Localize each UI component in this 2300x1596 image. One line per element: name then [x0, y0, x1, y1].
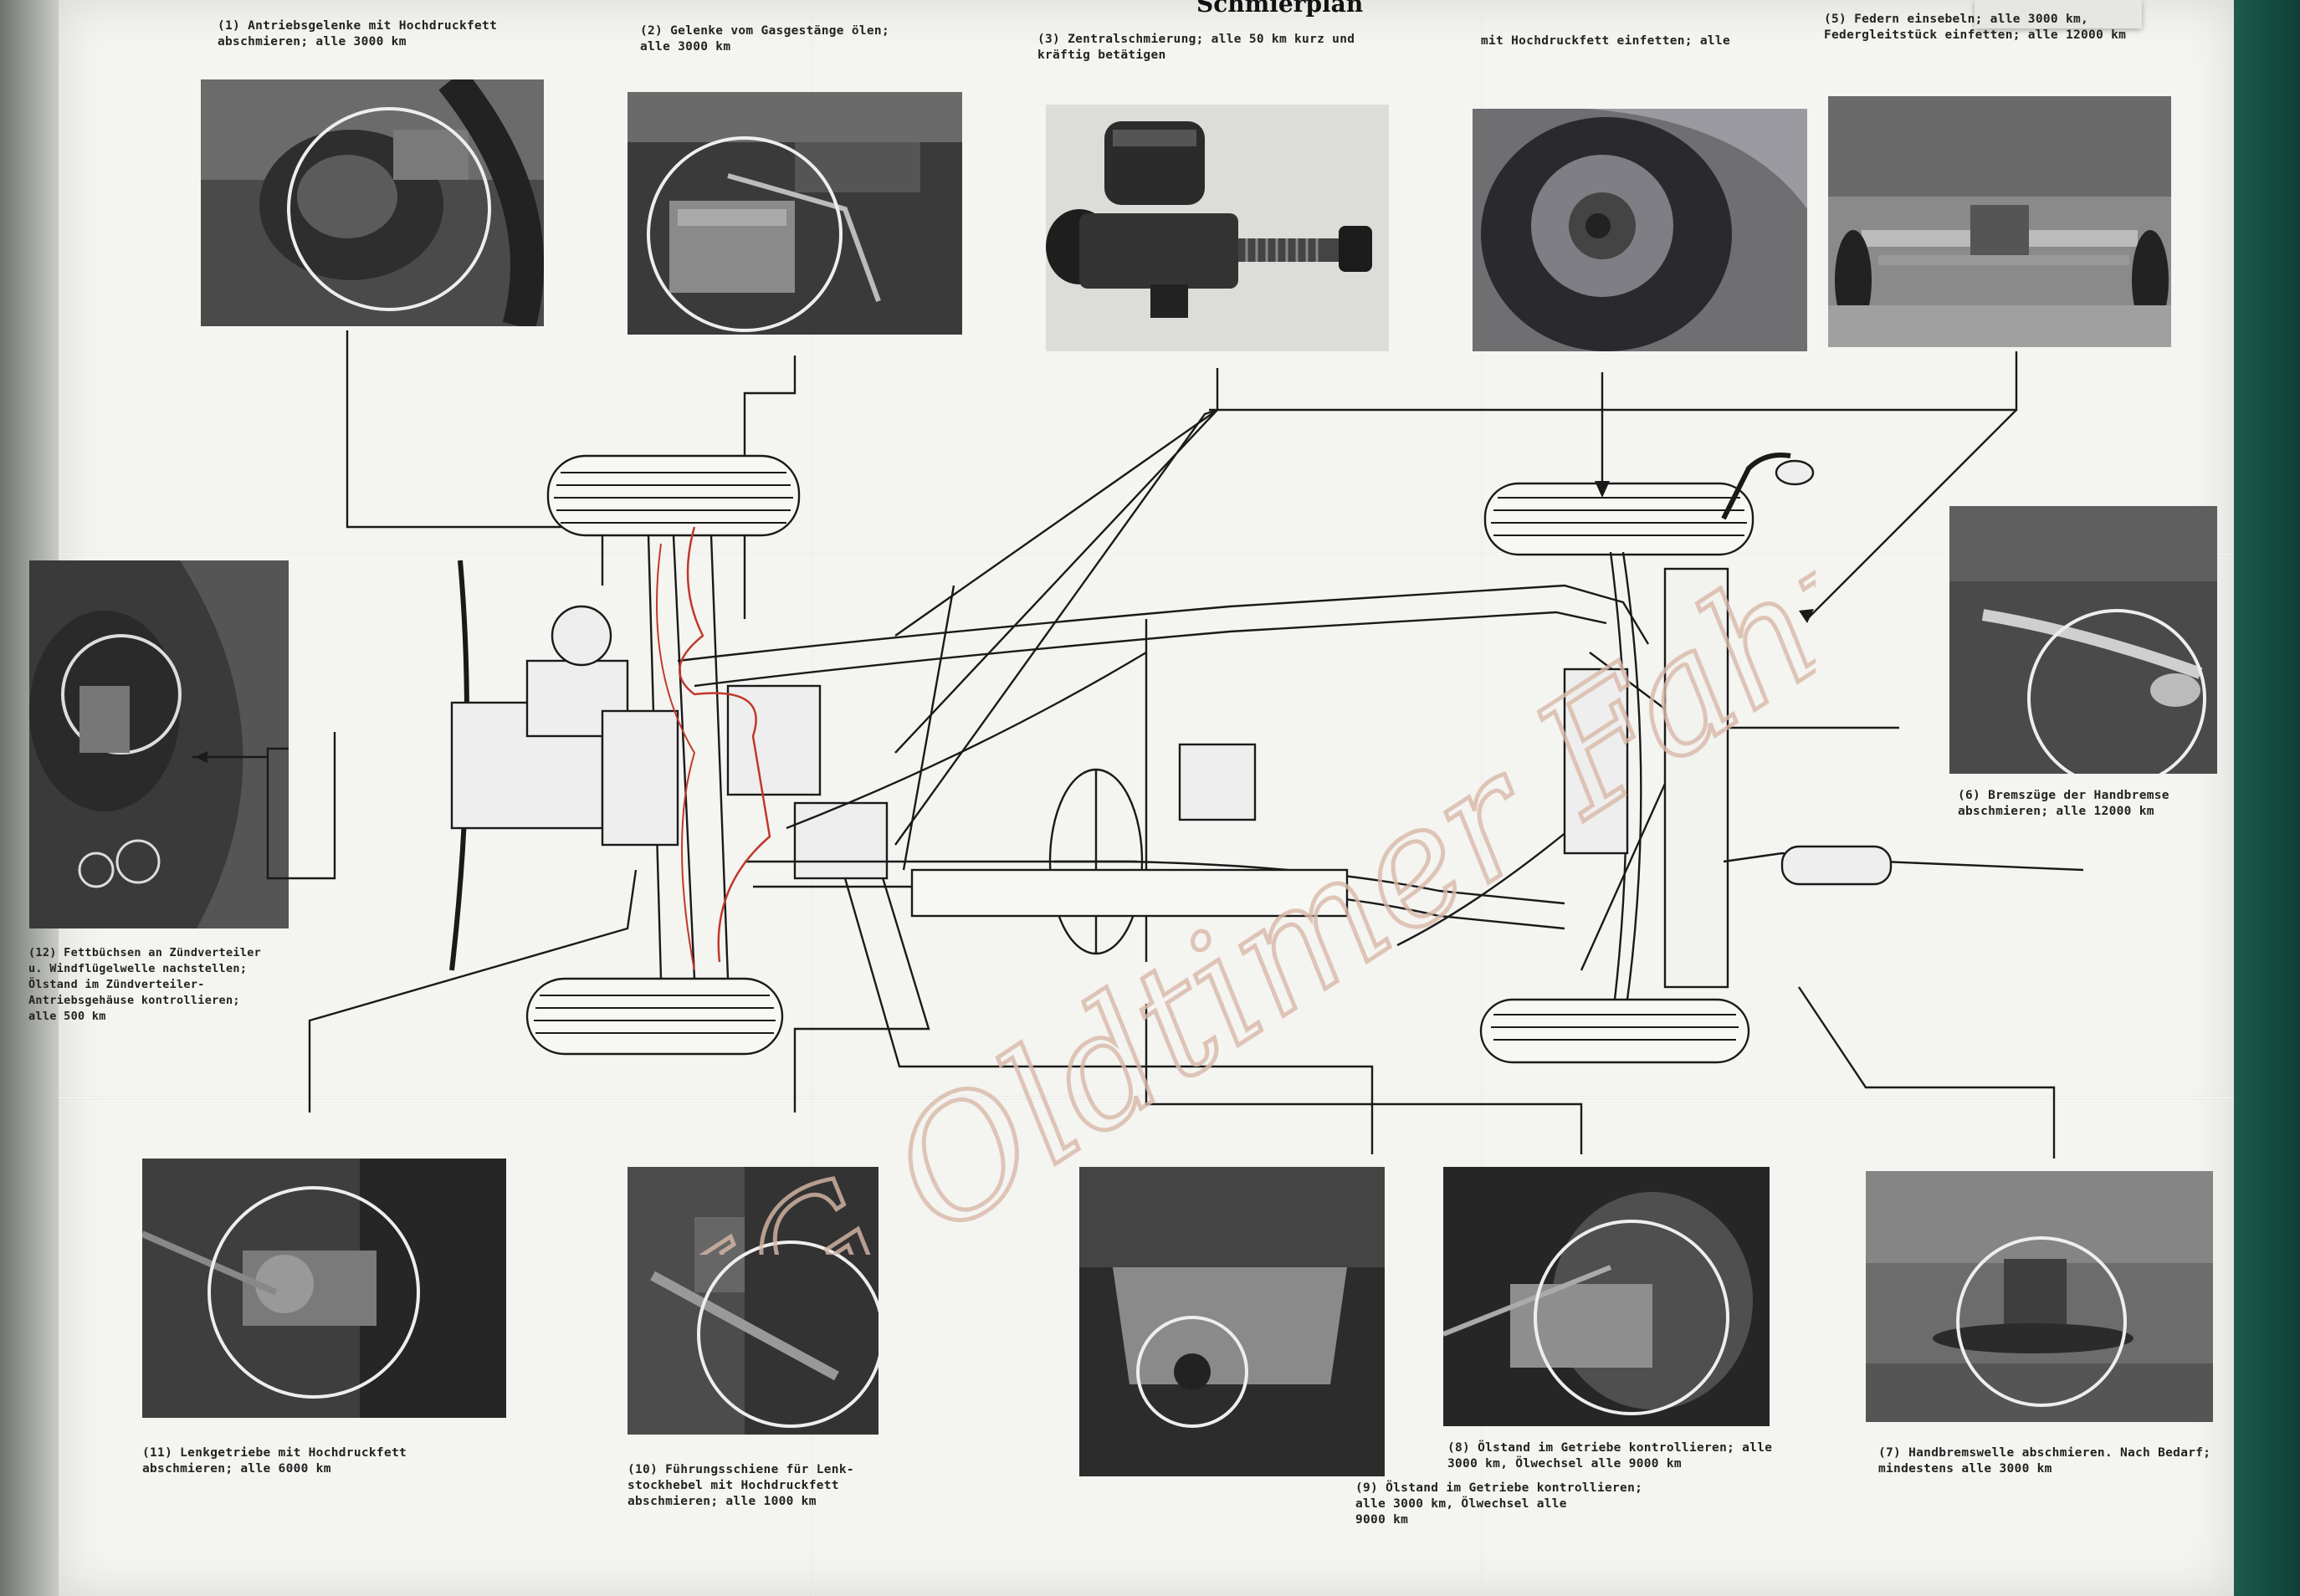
- green-background-edge: [2234, 0, 2300, 1596]
- photo-distributor: [29, 560, 289, 928]
- rear-tire-top: [1483, 482, 1754, 556]
- page-title: Schmierplan: [1196, 0, 1364, 18]
- caption-6: (6) Bremszüge der Handbremse abschmieren…: [1958, 789, 2169, 818]
- frame-upper-rail: [677, 584, 1650, 662]
- leader-line-5: [1209, 351, 2018, 412]
- photo-steering-gear: [142, 1159, 506, 1418]
- caption-10: (10) Führungsschiene für Lenk- stockhebe…: [628, 1463, 854, 1508]
- caption-9: (9) Ölstand im Getriebe kontrollieren; a…: [1355, 1481, 1643, 1527]
- leader-line-3b: [894, 409, 1218, 754]
- rear-crossmember: [1663, 567, 1729, 989]
- caption-4: mit Hochdruckfett einfetten; alle: [1481, 34, 1730, 48]
- photo-wheel-hub: [1473, 109, 1807, 351]
- rear-tire-bottom: [1479, 998, 1750, 1064]
- leader-line-5b: [1806, 409, 2017, 620]
- leader-line-12: [266, 732, 336, 880]
- rear-gearbox: [1563, 668, 1629, 855]
- caption-7: (7) Handbremswelle abschmieren. Nach Bed…: [1878, 1446, 2211, 1476]
- photo-central-lubrication-pump: [1046, 105, 1389, 351]
- leader-line-3c: [894, 408, 1218, 846]
- caption-11: (11) Lenkgetriebe mit Hochdruckfett absc…: [142, 1446, 407, 1476]
- lubrication-chart-sheet: Schmierplan (1) Antriebsgelenke mit Hoch…: [28, 0, 2234, 1596]
- arrow-head: [1595, 481, 1610, 498]
- exhaust-pipe: [1723, 852, 2084, 872]
- leader-line-3a: [894, 368, 1219, 637]
- driveshaft-tube: [910, 868, 1349, 918]
- leader-line-1: [346, 330, 604, 586]
- caption-12: (12) Fettbüchsen an Zündverteiler u. Win…: [28, 946, 262, 1023]
- leader-line-7: [1798, 986, 2056, 1159]
- photo-gearbox-drain-plug: [1079, 1167, 1385, 1476]
- paper-tag: [1975, 0, 2142, 28]
- caption-8: (8) Ölstand im Getriebe kontrollieren; a…: [1447, 1441, 1773, 1471]
- photo-leaf-spring: [1828, 96, 2171, 347]
- caption-5: (5) Federn einsebeln; alle 3000 km, Fede…: [1824, 13, 2127, 42]
- photo-drive-joint: [201, 79, 544, 326]
- caption-3: (3) Zentralschmierung; alle 50 km kurz u…: [1037, 33, 1355, 62]
- photo-handbrake-cables: [1949, 506, 2217, 774]
- photo-handbrake-shaft: [1866, 1171, 2213, 1422]
- photo-steering-rail: [628, 1167, 879, 1435]
- fold-line: [812, 0, 814, 1596]
- arrow-head: [1799, 609, 1814, 623]
- leader-line-11: [308, 869, 638, 1113]
- fold-line: [59, 552, 2234, 555]
- caption-1: (1) Antriebsgelenke mit Hochdruckfett ab…: [218, 19, 498, 49]
- chassis-diagram: [192, 330, 2084, 1159]
- fuel-filler: [1721, 453, 1791, 520]
- handbrake-housing: [1178, 743, 1257, 821]
- caption-2: (2) Gelenke vom Gasgestänge ölen; alle 3…: [640, 24, 889, 54]
- leader-line-10: [793, 836, 930, 1113]
- leader-line-8: [1145, 1004, 1583, 1154]
- front-tire-bottom: [525, 977, 784, 1056]
- photo-gearbox-oil-level: [1443, 1167, 1770, 1426]
- frame-diagonal: [786, 651, 1582, 947]
- leader-line-9: [843, 877, 1374, 1154]
- photo-throttle-linkage: [628, 92, 962, 335]
- lubrication-line: [656, 543, 696, 971]
- fold-line: [1481, 0, 1483, 1596]
- arrow-head: [195, 751, 207, 763]
- lubrication-line: [679, 526, 771, 963]
